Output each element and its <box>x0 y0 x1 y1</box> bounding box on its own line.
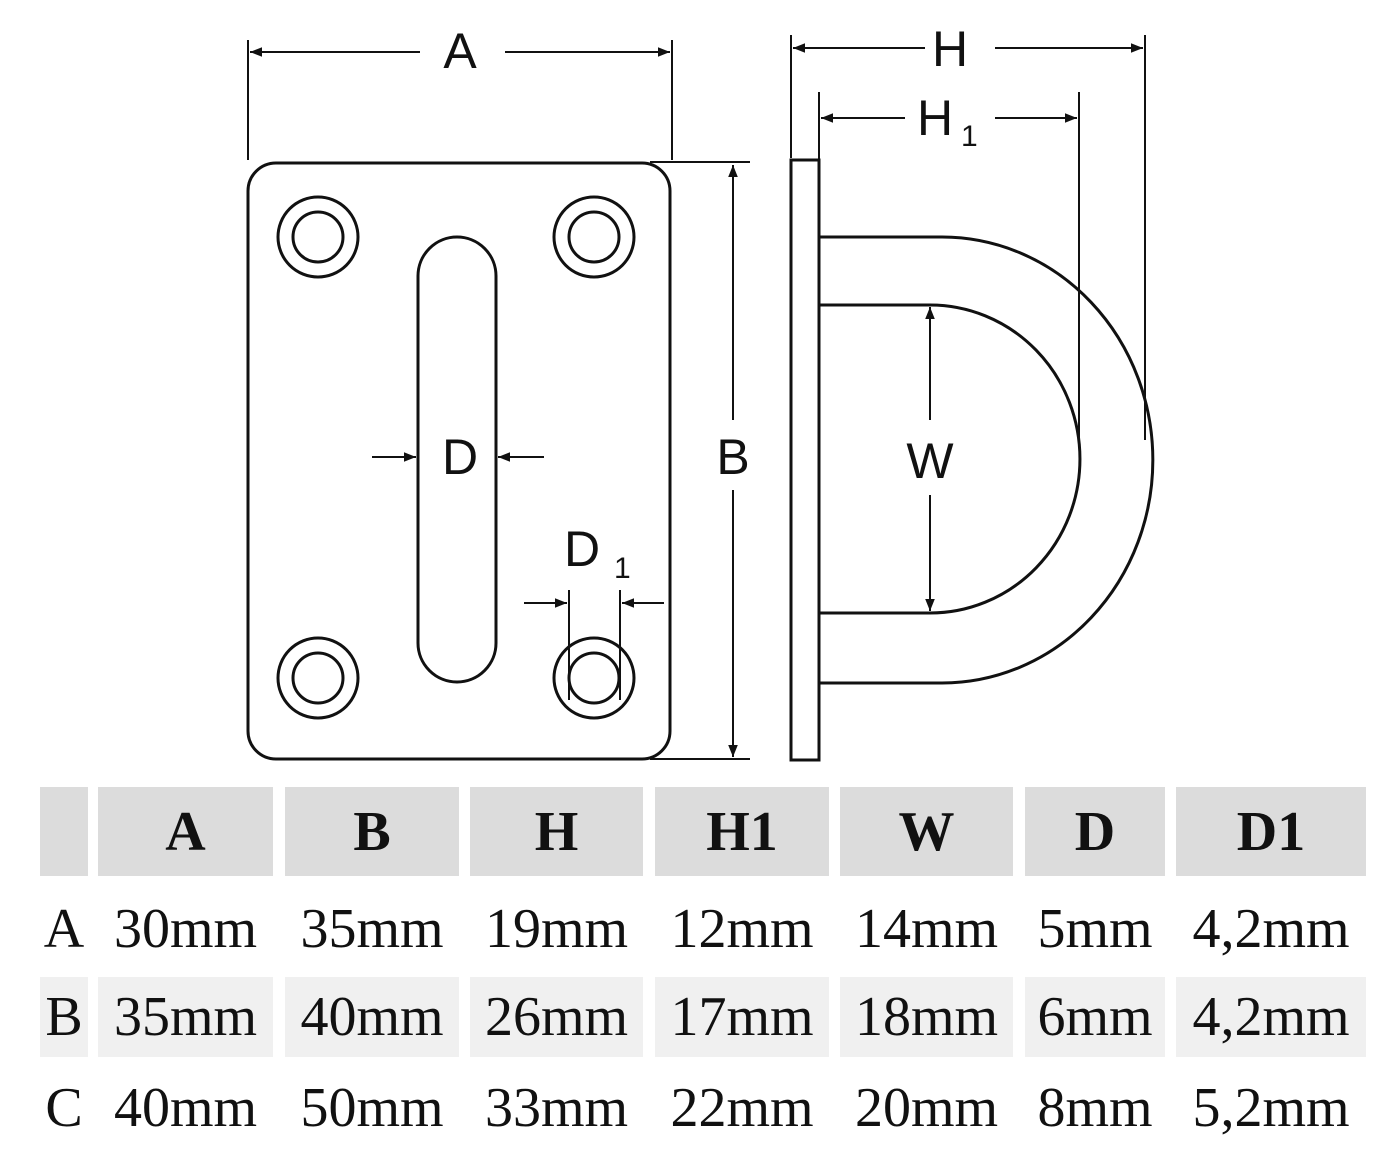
plate-side-view <box>789 158 821 762</box>
table-cell: 33mm <box>484 1077 629 1139</box>
table-cell: 35mm <box>98 977 273 1057</box>
table-cell: 18mm <box>840 977 1013 1057</box>
table-header-cell: D <box>1025 787 1165 876</box>
table-header-cell: H1 <box>655 787 829 876</box>
dim-label-w: W <box>906 433 954 489</box>
dim-label-d1: D <box>564 521 600 577</box>
table-cell: 20mm <box>854 1077 999 1139</box>
center-slot <box>416 235 498 684</box>
plate-front-view <box>246 161 672 761</box>
table-cell: 4,2mm <box>1176 977 1366 1057</box>
dim-label-d1-sub: 1 <box>614 552 631 585</box>
technical-drawing: A B D D 1 H H 1 W <box>246 21 1155 762</box>
table-row-label: C <box>45 1077 83 1139</box>
dim-label-h: H <box>932 21 968 77</box>
table-cell: 5,2mm <box>1192 1077 1350 1139</box>
table-cell: 26mm <box>470 977 643 1057</box>
table-cell: 14mm <box>854 898 999 960</box>
table-cell: 40mm <box>285 977 459 1057</box>
table-cell: 22mm <box>670 1077 814 1139</box>
table-cell: 50mm <box>300 1077 444 1139</box>
table-cell: 35mm <box>300 898 444 960</box>
table-cell: 17mm <box>655 977 829 1057</box>
table-row-label: A <box>43 898 85 960</box>
table-header-cell: B <box>285 787 459 876</box>
table-header-cell: H <box>470 787 643 876</box>
dim-label-b: B <box>716 429 749 485</box>
table-cell: 5mm <box>1037 898 1153 960</box>
table-header-cell: A <box>98 787 273 876</box>
dim-label-a: A <box>443 23 477 79</box>
table-header-cell: W <box>840 787 1013 876</box>
table-cell: 19mm <box>484 898 629 960</box>
table-row-label: B <box>40 977 88 1057</box>
table-cell: 6mm <box>1025 977 1165 1057</box>
table-cell: 8mm <box>1037 1077 1153 1139</box>
eye-loop <box>819 235 1155 685</box>
table-cell: 30mm <box>113 898 258 960</box>
dim-label-d: D <box>442 429 478 485</box>
table-cell: 12mm <box>670 898 814 960</box>
table-header-cell <box>40 787 88 876</box>
table-header-cell: D1 <box>1176 787 1366 876</box>
dim-label-h1-sub: 1 <box>961 120 978 153</box>
table-cell: 4,2mm <box>1192 898 1350 960</box>
table-cell: 40mm <box>113 1077 258 1139</box>
dim-label-h1: H <box>917 90 953 146</box>
